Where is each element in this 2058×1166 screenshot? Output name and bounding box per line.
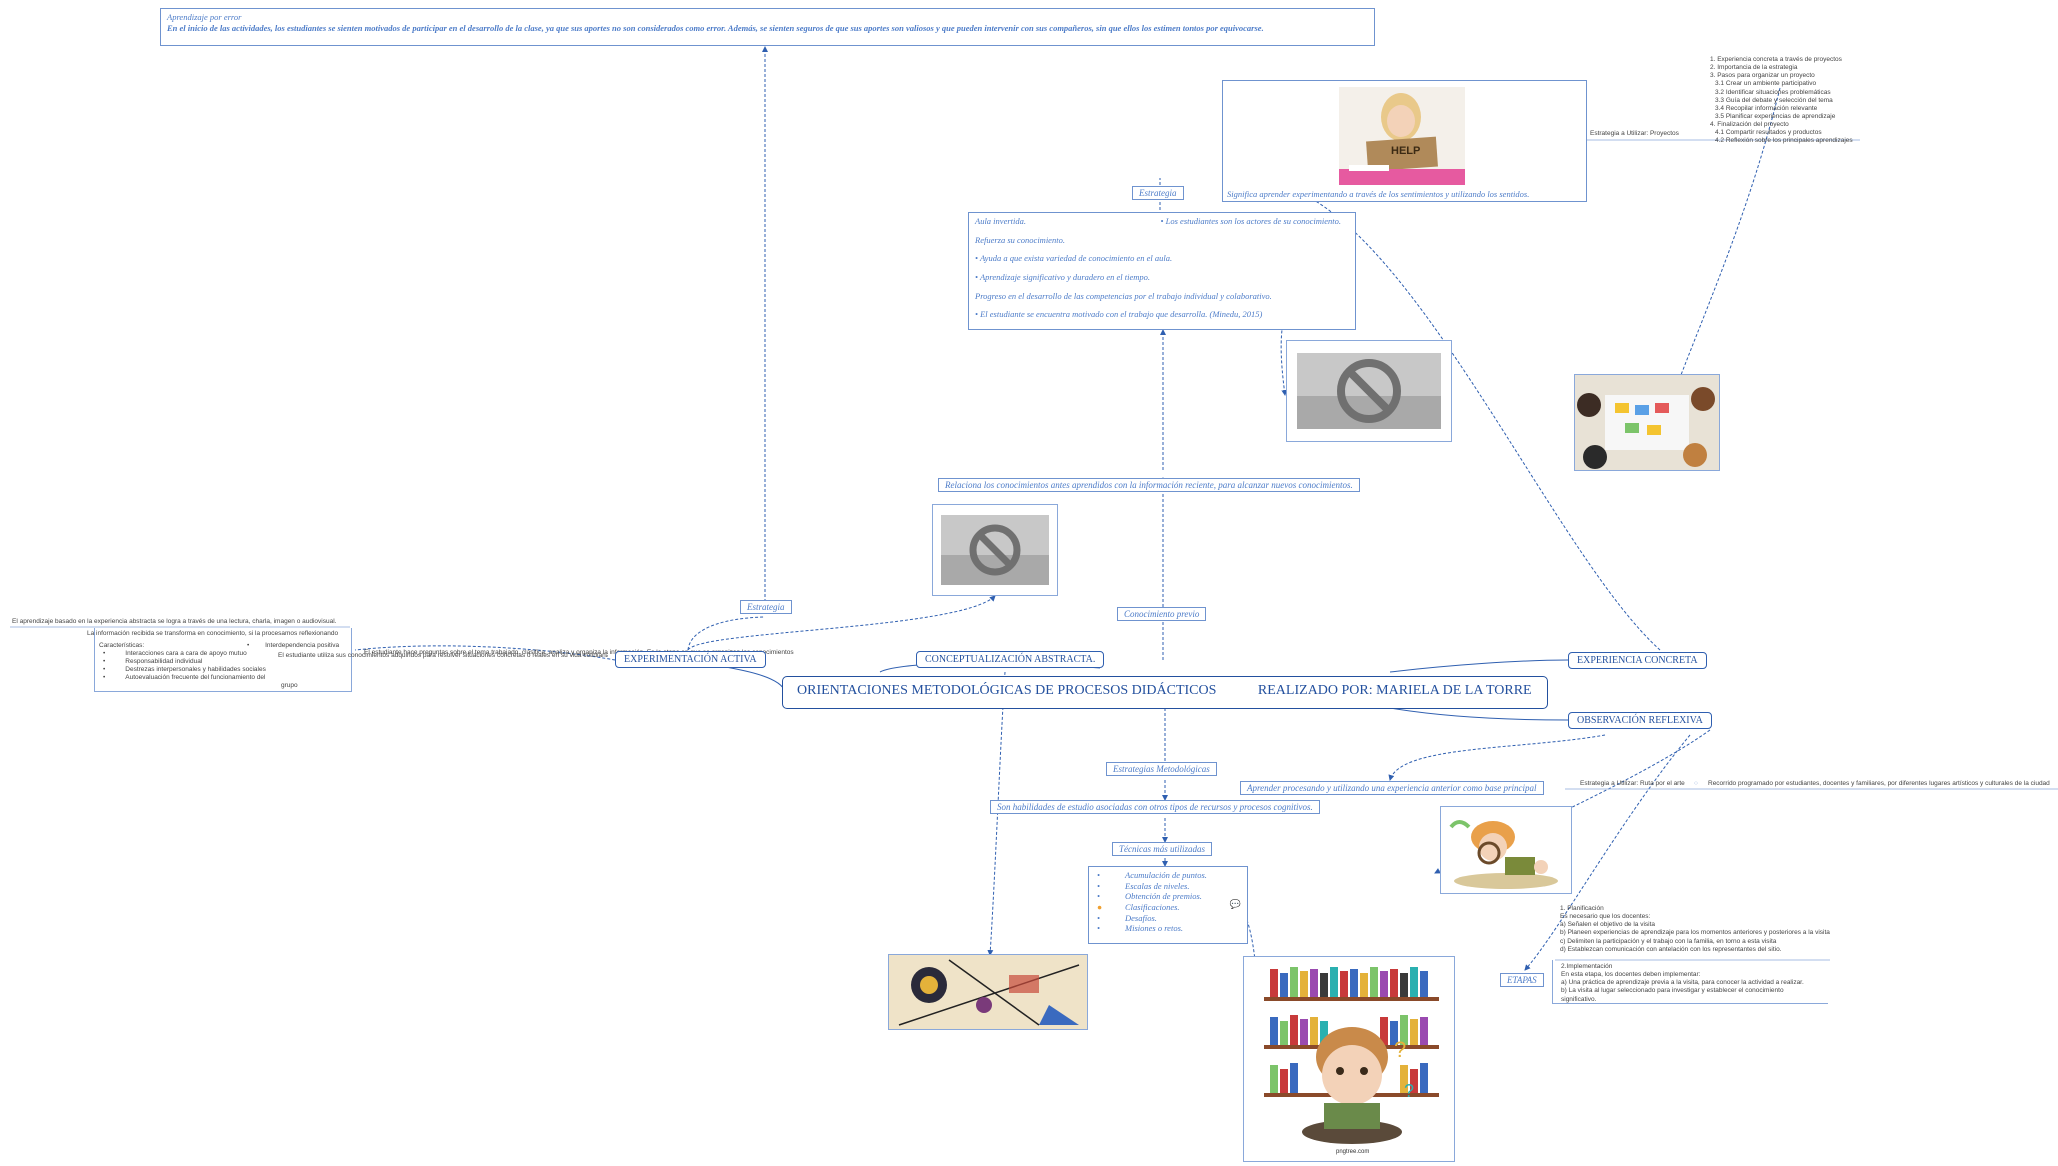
relaciona-tag[interactable]: Relaciona los conocimientos antes aprend…	[938, 478, 1360, 492]
ruta-arte-desc: Recorrido programado por estudiantes, do…	[1708, 780, 2050, 787]
planificacion-line: Es necesario que los docentes:	[1560, 913, 1651, 921]
estrategia-mid-tag[interactable]: Estrategia	[1132, 186, 1184, 200]
proyectos-item: 3.5 Planificar experiencias de aprendiza…	[1715, 112, 1836, 120]
tecnica-item: Desafíos.	[1125, 912, 1157, 923]
top-note-body: En el inicio de las actividades, los est…	[167, 22, 1264, 33]
tecnica-item: Misiones o retos.	[1125, 923, 1184, 934]
proyectos-item: 4.1 Compartir resultados y productos	[1715, 129, 1822, 137]
tecnica-item: Escalas de niveles.	[1125, 880, 1190, 891]
ruta-arte-label: Estrategia a Utilizar: Ruta por el arte	[1580, 780, 1685, 787]
central-author: REALIZADO POR: MARIELA DE LA TORRE	[1257, 683, 1532, 698]
no-image-placeholder-left	[932, 504, 1058, 596]
implementacion-line: En esta etapa, los docentes deben implem…	[1561, 971, 1701, 979]
top-note-title: Aprendizaje por error	[167, 12, 242, 22]
people-working-image	[1574, 374, 1720, 471]
planificacion-title: 1. Planificación	[1560, 905, 1604, 912]
aula-line: • Ayuda a que exista variedad de conocim…	[975, 253, 1173, 264]
ruta-arte-separator-icon: ○	[1694, 780, 1698, 787]
habilidades-tag[interactable]: Son habilidades de estudio asociadas con…	[990, 800, 1320, 814]
planificacion-line: b) Planeen experiencias de aprendizaje p…	[1560, 929, 1830, 937]
aula-line: • El estudiante se encuentra motivado co…	[975, 309, 1263, 320]
proyectos-item: 4.2 Reflexión sobre los principales apre…	[1715, 137, 1853, 145]
left-caracteristicas-box[interactable]: La información recibida se transforma en…	[87, 628, 352, 692]
help-sign-text: HELP	[1391, 145, 1421, 157]
proyectos-list: 1. Experiencia concreta a través de proy…	[1710, 56, 1853, 145]
aula-line: Aula invertida.	[975, 216, 1026, 226]
aula-line: Refuerza su conocimiento.	[975, 234, 1065, 245]
estrategias-metodologicas-tag[interactable]: Estrategias Metodológicas	[1106, 762, 1217, 776]
left-text-interacciones: Interacciones cara a cara de apoyo mutuo	[125, 650, 247, 657]
left-text-autoevaluacion: Autoevaluación frecuente del funcionamie…	[125, 674, 266, 681]
left-text-responsabilidad: Responsabilidad individual	[125, 658, 203, 665]
implementacion-line: b) La visita al lugar seleccionado para …	[1561, 987, 1784, 1003]
left-text-grupo: grupo	[281, 682, 298, 689]
proyectos-item: 4. Finalización del proyecto	[1710, 121, 1789, 128]
node-conceptualizacion-abstracta[interactable]: CONCEPTUALIZACIÓN ABSTRACTA.	[916, 651, 1105, 668]
central-title: ORIENTACIONES METODOLÓGICAS DE PROCESOS …	[797, 683, 1217, 698]
etapas-tag[interactable]: ETAPAS	[1500, 973, 1544, 987]
svg-text:?: ?	[1404, 1081, 1414, 1101]
central-topic[interactable]: ORIENTACIONES METODOLÓGICAS DE PROCESOS …	[782, 676, 1548, 709]
left-text-abstracta: El aprendizaje basado en la experiencia …	[12, 618, 337, 625]
significa-text: Significa aprender experimentando a trav…	[1227, 189, 1530, 199]
tecnica-item: Obtención de premios.	[1125, 891, 1202, 902]
node-experiencia-concreta[interactable]: EXPERIENCIA CONCRETA	[1568, 652, 1707, 669]
implementacion-line: a) Una práctica de aprendizaje previa a …	[1561, 979, 1804, 987]
planificacion-line: c) Delimiten la participación y el traba…	[1560, 937, 1777, 945]
aula-line: Progreso en el desarrollo de las compete…	[975, 290, 1272, 301]
aula-invertida-box[interactable]: Aula invertida. • Los estudiantes son lo…	[968, 212, 1356, 330]
implementacion-box[interactable]: 2.Implementación En esta etapa, los doce…	[1552, 960, 1828, 1004]
left-text-informacion: La información recibida se transforma en…	[87, 630, 339, 637]
proyectos-item: 3.2 Identificar situaciones problemática…	[1715, 88, 1831, 96]
tecnicas-list-box[interactable]: •Acumulación de puntos. •Escalas de nive…	[1088, 866, 1248, 944]
left-text-interdependencia: Interdependencia positiva	[265, 642, 340, 649]
svg-text:?: ?	[1394, 1037, 1406, 1062]
top-note-aprendizaje-por-error[interactable]: Aprendizaje por error En el inicio de la…	[160, 8, 1375, 46]
no-image-placeholder-right	[1286, 340, 1452, 442]
boy-books-image: ? ? pngtree.com	[1243, 956, 1455, 1162]
left-text-utiliza: El estudiante utiliza sus conocimientos …	[278, 652, 608, 659]
proyectos-item: 3.4 Recopilar información relevante	[1715, 104, 1818, 112]
help-girl-image: HELP	[1339, 87, 1465, 185]
aula-line: • Aprendizaje significativo y duradero e…	[975, 271, 1150, 282]
proyectos-label: Estrategia a Utilizar: Proyectos	[1590, 130, 1679, 137]
planificacion-line: a) Señalen el objetivo de la visita	[1560, 921, 1656, 929]
left-text-preguntas: El estudiante hace preguntas sobre el te…	[364, 649, 794, 656]
proyectos-item: 3.3 Guía del debate y selección del tema	[1715, 96, 1833, 104]
left-text-destrezas: Destrezas interpersonales y habilidades …	[125, 666, 266, 673]
node-experimentacion-activa[interactable]: EXPERIMENTACIÓN ACTIVA	[615, 651, 766, 668]
left-text-caracteristicas: Características:	[99, 642, 145, 649]
proyectos-item: 1. Experiencia concreta a través de proy…	[1710, 56, 1842, 63]
tecnica-item: Clasificaciones.	[1125, 901, 1180, 912]
proyectos-item: 2. Importancia de la estrategia	[1710, 64, 1798, 72]
node-observacion-reflexiva[interactable]: OBSERVACIÓN REFLEXIVA	[1568, 712, 1712, 729]
proyectos-item: 3.1 Crear un ambiente participativo	[1715, 80, 1817, 88]
aula-line: • Los estudiantes son los actores de su …	[1160, 216, 1341, 226]
tecnica-item: Acumulación de puntos.	[1125, 870, 1207, 880]
conocimiento-previo-tag[interactable]: Conocimiento previo	[1117, 607, 1207, 621]
watermark-text: pngtree.com	[1336, 1149, 1370, 1155]
comment-icon: 💬	[1229, 899, 1241, 909]
abstract-art-image	[888, 954, 1088, 1030]
proyectos-item: 3. Pasos para organizar un proyecto	[1710, 72, 1815, 80]
implementacion-title: 2.Implementación	[1561, 963, 1613, 970]
planificacion-line: d) Establezcan comunicación con antelaci…	[1560, 945, 1782, 953]
help-image-card[interactable]: HELP Significa aprender experimentando a…	[1222, 80, 1587, 202]
explorer-kid-image	[1440, 806, 1572, 894]
aprender-procesando-tag[interactable]: Aprender procesando y utilizando una exp…	[1240, 781, 1544, 795]
tecnicas-tag[interactable]: Técnicas más utilizadas	[1112, 842, 1213, 856]
estrategia-left-tag[interactable]: Estrategia	[740, 600, 792, 614]
planificacion-block: 1. Planificación Es necesario que los do…	[1560, 905, 1830, 954]
